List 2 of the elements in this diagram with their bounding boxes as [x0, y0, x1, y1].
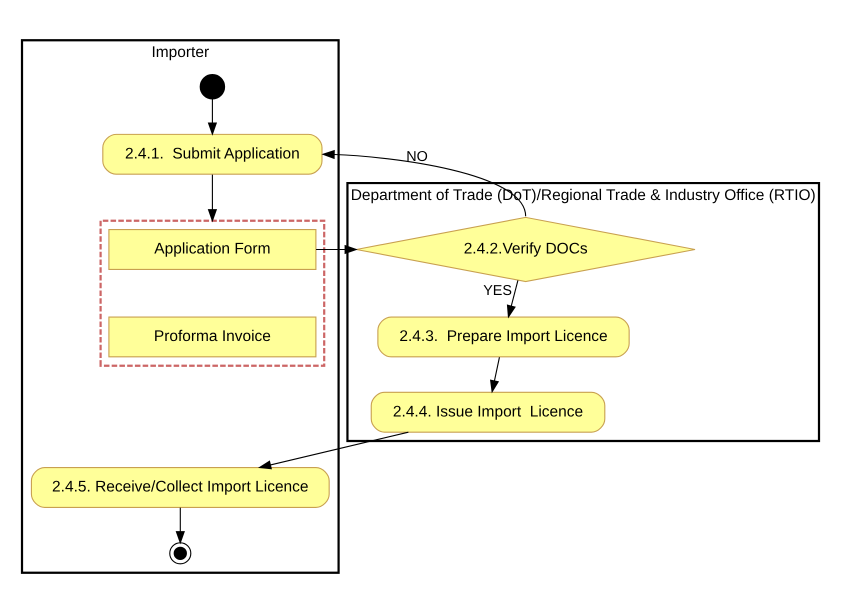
edge-label: NO: [406, 148, 428, 165]
edge-label: YES: [483, 282, 512, 299]
